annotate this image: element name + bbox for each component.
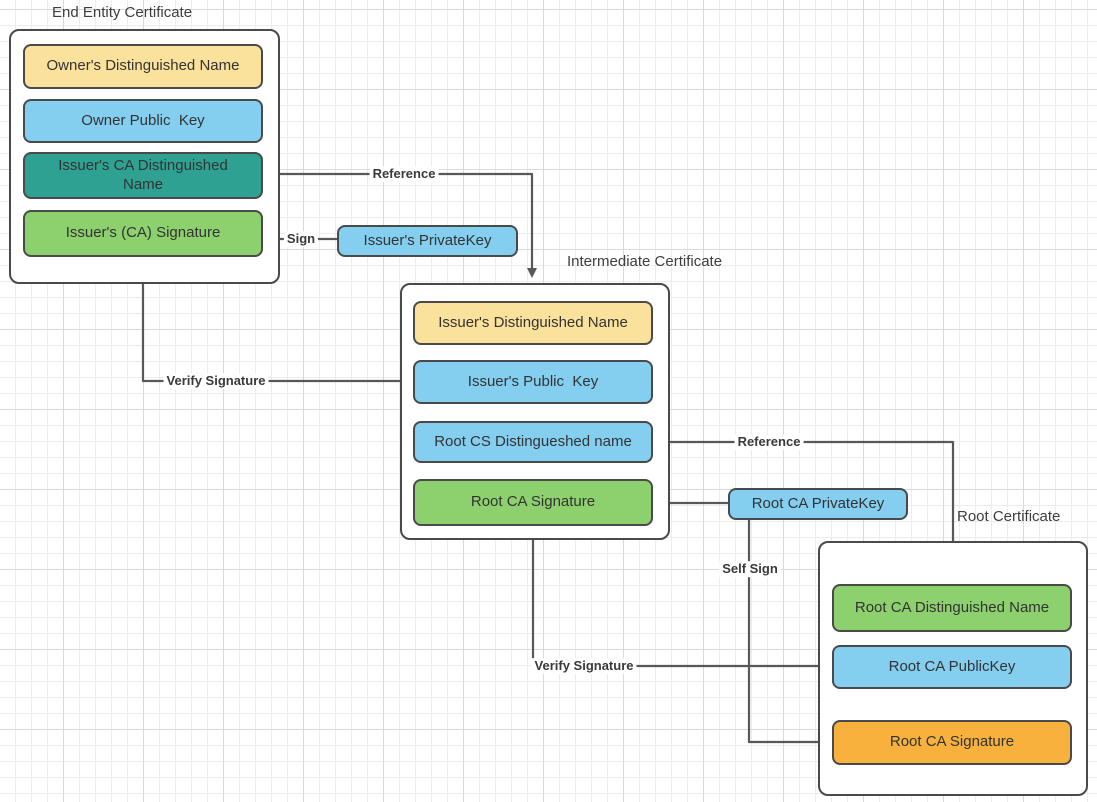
verify-signature-label-2: Verify Signature [531, 658, 637, 674]
verify-signature-connector-intermediate-to-end-entity [138, 261, 412, 383]
issuers-ca-distinguished-name-box[interactable]: Issuer's CA Distinguished Name [23, 152, 263, 199]
root-cs-distingueshed-name-box[interactable]: Root CS Distingueshed name [413, 421, 653, 463]
end-entity-certificate-title: End Entity Certificate [52, 4, 193, 21]
root-ca-publickey-box[interactable]: Root CA PublicKey [832, 645, 1072, 689]
root-ca-signature-intermediate-box[interactable]: Root CA Signature [413, 479, 653, 526]
reference-label-2: Reference [734, 434, 804, 450]
root-ca-distinguished-name-box[interactable]: Root CA Distinguished Name [832, 584, 1072, 632]
root-certificate-title: Root Certificate [957, 508, 1061, 525]
reference-label-1: Reference [369, 166, 439, 182]
root-ca-privatekey-box[interactable]: Root CA PrivateKey [728, 488, 908, 520]
issuers-privatekey-box[interactable]: Issuer's PrivateKey [337, 225, 518, 257]
owners-distinguished-name-box[interactable]: Owner's Distinguished Name [23, 44, 263, 89]
self-sign-label: Self Sign [719, 561, 781, 577]
issuers-public-key-box[interactable]: Issuer's Public Key [413, 360, 653, 404]
sign-label: Sign [283, 231, 319, 247]
owner-public-key-box[interactable]: Owner Public Key [23, 99, 263, 143]
root-ca-signature-root-box[interactable]: Root CA Signature [832, 720, 1072, 765]
self-sign-connector [747, 520, 830, 747]
verify-signature-label-1: Verify Signature [163, 373, 269, 389]
verify-signature-connector-root-to-intermediate [528, 530, 832, 668]
intermediate-certificate-title: Intermediate Certificate [567, 253, 723, 270]
issuers-distinguished-name-box[interactable]: Issuer's Distinguished Name [413, 301, 653, 345]
issuers-ca-signature-box[interactable]: Issuer's (CA) Signature [23, 210, 263, 257]
